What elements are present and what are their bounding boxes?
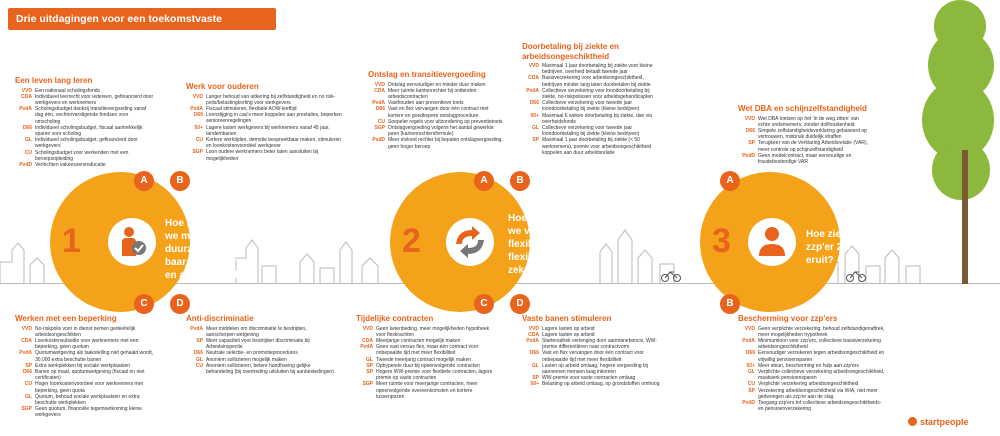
- challenge-icon-circle-3: [748, 218, 796, 266]
- badge-2a: A: [474, 171, 494, 191]
- badge-3b: B: [720, 294, 740, 314]
- recycle-arrows-icon: [456, 226, 484, 258]
- box-title: Bescherming voor zzp'ers: [738, 314, 838, 323]
- page-title: Drie uitdagingen voor een toekomstvaste …: [8, 8, 276, 47]
- box-doorbetaling-ziekte: Doorbetaling bij ziekte en arbeidsongesc…: [522, 42, 657, 170]
- badge-1b: B: [170, 171, 190, 191]
- challenge-number-2: 2: [402, 222, 421, 260]
- box-title: Werk voor ouderen: [186, 82, 259, 91]
- badge-1a: A: [134, 171, 154, 191]
- box-title: Tijdelijke contracten: [356, 314, 434, 323]
- box-title: Wet DBA en schijnzelfstandigheid: [738, 104, 867, 113]
- box-title: Vaste banen stimuleren: [522, 314, 612, 323]
- box-title: Een leven lang leren: [15, 76, 93, 85]
- box-title: Ontslag en transitievergoeding: [368, 70, 486, 79]
- badge-2c: C: [474, 294, 494, 314]
- badge-2d: D: [510, 294, 530, 314]
- badge-1c: C: [134, 294, 154, 314]
- badge-1d: D: [170, 294, 190, 314]
- challenge-number-1: 1: [62, 222, 81, 260]
- challenge-icon-circle-1: [108, 218, 156, 266]
- box-title: Doorbetaling bij ziekte en arbeidsongesc…: [522, 42, 619, 61]
- startpeople-logo: startpeople: [908, 417, 969, 427]
- box-title: Anti-discriminatie: [186, 314, 254, 323]
- challenge-icon-circle-2: [446, 218, 494, 266]
- logo-icon: [908, 417, 917, 426]
- badge-2b: B: [510, 171, 530, 191]
- badge-3a: A: [720, 171, 740, 191]
- person-check-icon: [122, 227, 146, 256]
- challenge-number-3: 3: [712, 222, 731, 260]
- box-title: Werken met een beperking: [15, 314, 117, 323]
- person-icon: [759, 227, 785, 256]
